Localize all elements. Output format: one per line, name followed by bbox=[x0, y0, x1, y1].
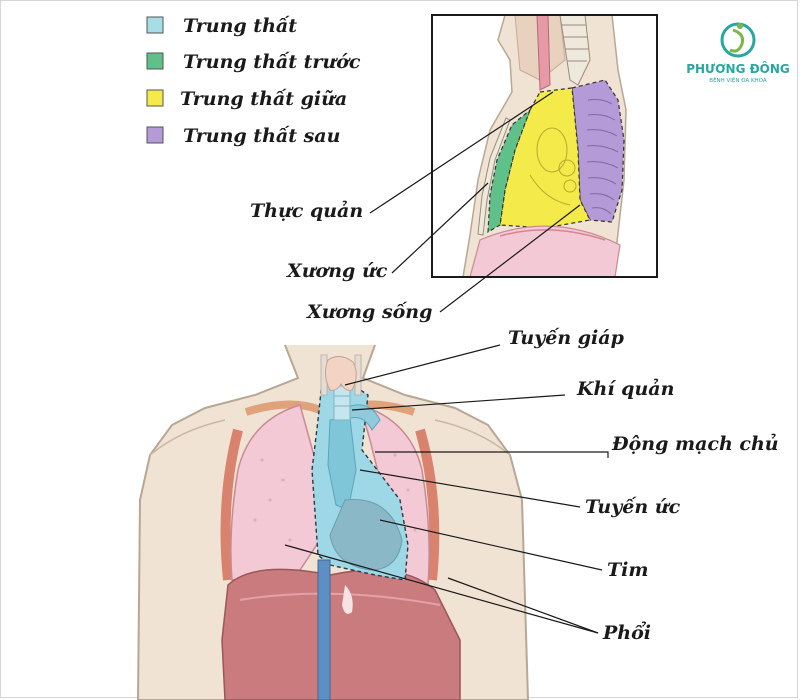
inferior-vena-cava bbox=[317, 559, 331, 700]
label-sternum: Xương ức bbox=[286, 260, 388, 282]
label-thymus: Tuyến ức bbox=[585, 496, 681, 518]
leader-lung-right bbox=[284, 544, 599, 634]
label-spine: Xương sống bbox=[306, 301, 432, 323]
right-ribs bbox=[220, 428, 243, 581]
chest-front-view bbox=[136, 344, 530, 700]
right-lung bbox=[230, 404, 321, 581]
label-heart: Tim bbox=[607, 559, 648, 581]
inset-sternum bbox=[477, 117, 511, 236]
leader-aorta bbox=[375, 451, 609, 458]
leader-heart bbox=[379, 519, 603, 571]
label-lungs: Phổi bbox=[602, 620, 651, 644]
leader-lines bbox=[284, 91, 609, 634]
label-aorta: Động mạch chủ bbox=[611, 433, 779, 455]
logo-subtitle: BỆNH VIỆN ĐA KHOA bbox=[709, 76, 767, 84]
leader-lung-left bbox=[447, 577, 599, 634]
legend-label-anterior: Trung thất trước bbox=[183, 51, 361, 73]
inset-heart-outline bbox=[529, 127, 577, 206]
legend-label-mediastinum: Trung thất bbox=[183, 15, 297, 37]
label-thyroid: Tuyến giáp bbox=[508, 327, 625, 349]
leader-trachea bbox=[351, 394, 566, 411]
inset-vertebrae bbox=[586, 99, 619, 215]
label-trachea: Khí quản bbox=[576, 378, 674, 400]
legend-label-middle: Trung thất giữa bbox=[180, 88, 347, 110]
leader-esophagus bbox=[369, 91, 554, 214]
label-esophagus: Thực quản bbox=[250, 200, 363, 222]
hospital-logo: PHƯƠNG ĐÔNG BỆNH VIỆN ĐA KHOA bbox=[686, 22, 790, 84]
logo-emblem-icon bbox=[720, 22, 756, 58]
legend-item-mediastinum: Trung thất bbox=[146, 15, 297, 37]
legend-swatch-anterior bbox=[146, 52, 164, 70]
inset-anterior-mediastinum bbox=[487, 108, 532, 234]
left-ribs bbox=[415, 428, 440, 581]
legend-swatch-middle bbox=[146, 89, 164, 107]
legend-label-posterior: Trung thất sau bbox=[183, 125, 340, 147]
leader-spine bbox=[439, 204, 581, 313]
diaphragm bbox=[221, 568, 461, 700]
diaphragm-highlight bbox=[342, 585, 353, 614]
leader-thyroid bbox=[344, 344, 501, 386]
inset-posterior-mediastinum bbox=[571, 79, 625, 223]
heart bbox=[329, 499, 403, 571]
leader-thymus bbox=[359, 469, 581, 508]
legend: Trung thất Trung thất trước Trung thất g… bbox=[146, 15, 361, 147]
logo-name: PHƯƠNG ĐÔNG bbox=[686, 61, 790, 76]
legend-item-middle: Trung thất giữa bbox=[146, 88, 347, 110]
inset-diaphragm bbox=[469, 225, 621, 277]
thyroid bbox=[324, 356, 357, 391]
inset-spine bbox=[559, 15, 591, 86]
legend-swatch-posterior bbox=[146, 126, 164, 144]
inset-sagittal-view bbox=[431, 14, 658, 278]
inset-esophagus bbox=[536, 15, 551, 91]
legend-item-posterior: Trung thất sau bbox=[146, 125, 340, 147]
leader-sternum bbox=[391, 182, 489, 274]
legend-swatch-mediastinum bbox=[146, 16, 164, 34]
legend-item-anterior: Trung thất trước bbox=[146, 51, 361, 73]
inset-border bbox=[431, 14, 658, 278]
right-clavicle bbox=[244, 400, 322, 416]
